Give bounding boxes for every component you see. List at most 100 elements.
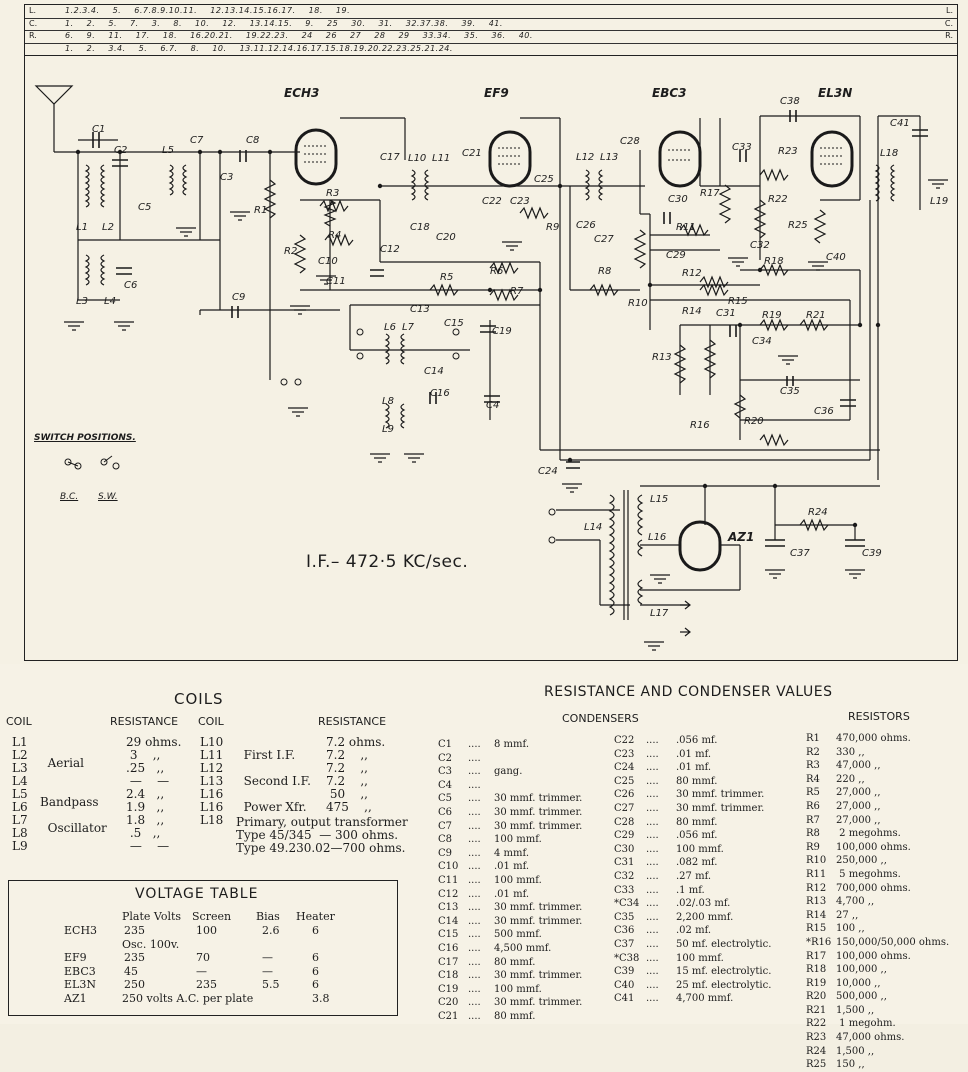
value-row-leader: .... (646, 938, 659, 950)
condensers-label: CONDENSERS (562, 712, 639, 725)
value-row: R11 5 megohms. (806, 868, 949, 882)
component-label: C24 (538, 466, 558, 477)
component-label: C14 (424, 366, 444, 377)
value-row-value: 500,000 ,, (836, 991, 887, 1003)
component-label: C20 (436, 232, 456, 243)
vt-cell-screen: 70 (196, 951, 210, 964)
value-row: C8....100 mmf. (438, 833, 582, 847)
vt-cell-screen: 100 (196, 924, 217, 937)
component-label: R10 (628, 298, 648, 309)
value-row-ref: C39 (614, 966, 635, 978)
value-row-ref: C17 (438, 956, 459, 968)
component-label: C17 (380, 152, 400, 163)
component-label: R23 (778, 146, 798, 157)
vt-cell-tube: EBC3 (64, 964, 96, 978)
vt-cell-bias: — (262, 951, 273, 964)
vt-cell-bias: — (262, 964, 273, 978)
component-label: C19 (492, 326, 512, 337)
value-row-ref: C23 (614, 748, 635, 760)
component-label: L12 (576, 152, 595, 163)
vt-header-heater: Heater (296, 910, 335, 923)
value-row-leader: .... (468, 834, 481, 846)
value-row-value: 100,000 ohms. (836, 841, 911, 853)
value-row-ref: C41 (614, 993, 635, 1005)
value-row-ref: R24 (806, 1045, 827, 1057)
value-row-leader: .... (646, 843, 659, 855)
component-label: R6 (490, 266, 504, 277)
value-row-value: 100 ,, (836, 923, 865, 935)
value-row-ref: R18 (806, 964, 827, 976)
value-row-ref: R17 (806, 950, 827, 962)
value-row-value: 5 megohms. (836, 868, 901, 880)
value-row-ref: C10 (438, 861, 459, 873)
value-row-leader: .... (646, 993, 659, 1005)
value-row-leader: .... (468, 942, 481, 954)
value-row-value: 80 mmf. (494, 956, 536, 968)
value-row-value: 2,200 mmf. (676, 911, 734, 923)
value-row-leader: .... (468, 766, 481, 778)
value-row-leader: .... (646, 735, 659, 746)
value-row: C5....30 mmf. trimmer. (438, 792, 582, 806)
component-label: C12 (380, 244, 400, 255)
value-row-ref: C14 (438, 915, 459, 927)
component-label: C2 (114, 145, 128, 156)
value-row-value: 30 mmf. trimmer. (494, 902, 583, 914)
component-label: R2 (284, 246, 298, 257)
value-row-ref: C18 (438, 970, 459, 982)
component-label: R4 (328, 230, 342, 241)
value-row: C13....30 mmf. trimmer. (438, 901, 582, 915)
vt-cell-bias: 2.6 (262, 924, 280, 937)
component-label: R24 (808, 507, 828, 518)
component-label: R8 (598, 266, 612, 277)
component-label: R9 (546, 222, 560, 233)
vt-cell-plate: 235 (124, 951, 145, 964)
value-row-value: 15 mf. electrolytic. (676, 966, 772, 978)
reference-row-letter: R. (29, 31, 37, 40)
value-row-leader: .... (468, 970, 481, 982)
tube-label-ech3: ECH3 (284, 86, 320, 100)
schematic-frame (24, 56, 958, 661)
value-row-leader: .... (468, 888, 481, 900)
component-label: C37 (790, 548, 810, 559)
value-row: *C38....100 mmf. (614, 952, 771, 966)
component-label: C16 (430, 388, 450, 399)
component-label: R12 (682, 268, 702, 279)
value-row-value: .056 mf. (676, 830, 718, 842)
value-row-ref: R23 (806, 1032, 827, 1044)
component-label: R20 (744, 416, 764, 427)
vt-cell-plate: 250 (124, 978, 145, 991)
value-row-ref: C26 (614, 789, 635, 801)
value-row-leader: .... (468, 806, 481, 818)
value-row-value: 27,000 ,, (836, 800, 881, 812)
component-label: L16 (648, 532, 667, 543)
coils-header-resistance2: RESISTANCE (318, 715, 387, 728)
component-label: C13 (410, 304, 430, 315)
value-row-ref: C8 (438, 834, 453, 846)
tube-label-ebc3: EBC3 (652, 86, 687, 100)
component-label: C25 (534, 174, 554, 185)
coil-l18-description: Primary, output transformer Type 45/345 … (236, 815, 408, 855)
tube-internals (304, 145, 844, 165)
component-label: L2 (102, 222, 114, 233)
reference-row: L.1.2.3.4. 5. 6.7.8.9.10.11. 12.13.14.15… (25, 5, 957, 19)
component-label: L9 (382, 424, 394, 435)
value-row-ref: *C38 (614, 952, 640, 964)
value-row-ref: R1 (806, 733, 820, 744)
value-row: C37....50 mf. electrolytic. (614, 938, 771, 952)
value-row: C11....100 mmf. (438, 874, 582, 888)
value-row: R22 1 megohm. (806, 1017, 949, 1031)
junction-dots (75, 149, 881, 528)
value-row-ref: C27 (614, 802, 635, 814)
component-label: R7 (510, 286, 524, 297)
value-row-value: 4,500 mmf. (494, 942, 552, 954)
value-row-ref: C36 (614, 925, 635, 937)
if-frequency-note: I.F.– 472·5 KC/sec. (306, 552, 469, 572)
vt-cell-screen: — (196, 964, 207, 978)
value-row: C31.....082 mf. (614, 856, 771, 870)
reference-row-sequence: 1. 2. 5. 7. 3. 8. 10. 12. 13.14.15. 9. 2… (65, 18, 503, 28)
tube-label-el3n: EL3N (818, 86, 853, 100)
value-row: C16....4,500 mmf. (438, 942, 582, 956)
